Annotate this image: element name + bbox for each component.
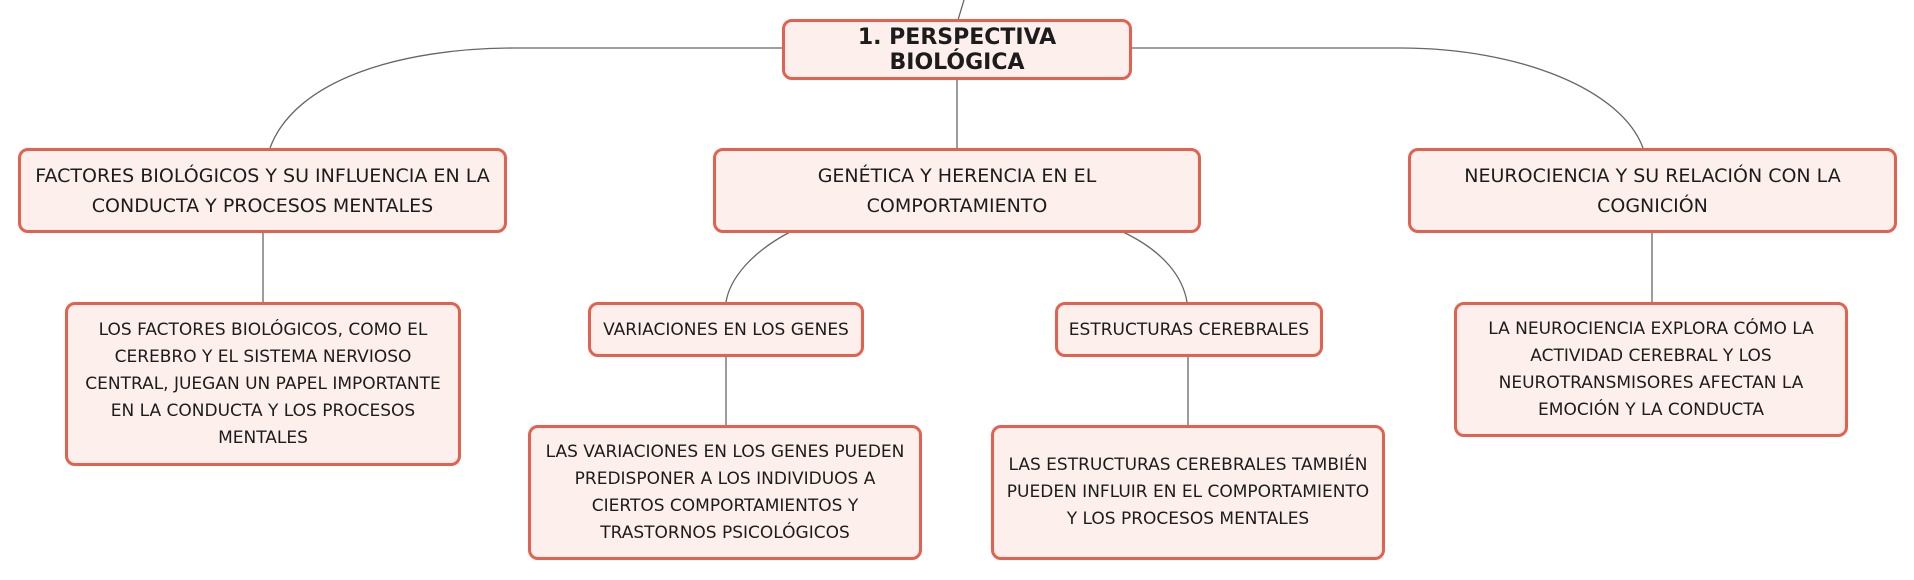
connector-parent-to-root	[957, 0, 965, 21]
branch-node-factores-biologicos[interactable]: FACTORES BIOLÓGICOS Y SU INFLUENCIA EN L…	[18, 148, 507, 233]
connector-root-to-factores	[269, 47, 782, 149]
detail-text: LOS FACTORES BIOLÓGICOS, COMO EL CEREBRO…	[85, 319, 441, 448]
root-label: 1. PERSPECTIVA BIOLÓGICA	[857, 24, 1057, 75]
detail-text: LA NEUROCIENCIA EXPLORA CÓMO LA ACTIVIDA…	[1488, 318, 1814, 420]
detail-node-estructuras-cerebrales[interactable]: LAS ESTRUCTURAS CEREBRALES TAMBIÉN PUEDE…	[991, 425, 1385, 560]
subbranch-label: ESTRUCTURAS CEREBRALES	[1068, 319, 1310, 340]
detail-text: LAS VARIACIONES EN LOS GENES PUEDEN PRED…	[545, 441, 905, 543]
branch-label: NEUROCIENCIA Y SU RELACIÓN CON LA COGNIC…	[1464, 164, 1841, 217]
branch-node-neurociencia[interactable]: NEUROCIENCIA Y SU RELACIÓN CON LA COGNIC…	[1408, 148, 1897, 233]
connector-genetica-to-estructuras	[1122, 231, 1188, 303]
detail-node-factores-biologicos[interactable]: LOS FACTORES BIOLÓGICOS, COMO EL CEREBRO…	[65, 302, 461, 466]
detail-node-variaciones-genes[interactable]: LAS VARIACIONES EN LOS GENES PUEDEN PRED…	[528, 425, 922, 560]
detail-text: LAS ESTRUCTURAS CEREBRALES TAMBIÉN PUEDE…	[1006, 455, 1370, 529]
connector-genetica-to-variaciones	[725, 231, 791, 303]
subbranch-label: VARIACIONES EN LOS GENES	[603, 319, 849, 340]
connector-root-to-neurociencia	[1132, 47, 1644, 149]
branch-label: FACTORES BIOLÓGICOS Y SU INFLUENCIA EN L…	[35, 164, 490, 217]
branch-node-genetica-herencia[interactable]: GENÉTICA Y HERENCIA EN EL COMPORTAMIENTO	[713, 148, 1201, 233]
detail-node-neurociencia[interactable]: LA NEUROCIENCIA EXPLORA CÓMO LA ACTIVIDA…	[1454, 302, 1848, 437]
subbranch-node-estructuras-cerebrales[interactable]: ESTRUCTURAS CEREBRALES	[1055, 302, 1323, 357]
branch-label: GENÉTICA Y HERENCIA EN EL COMPORTAMIENTO	[817, 164, 1097, 217]
subbranch-node-variaciones-genes[interactable]: VARIACIONES EN LOS GENES	[588, 302, 864, 357]
root-node[interactable]: 1. PERSPECTIVA BIOLÓGICA	[782, 19, 1132, 80]
